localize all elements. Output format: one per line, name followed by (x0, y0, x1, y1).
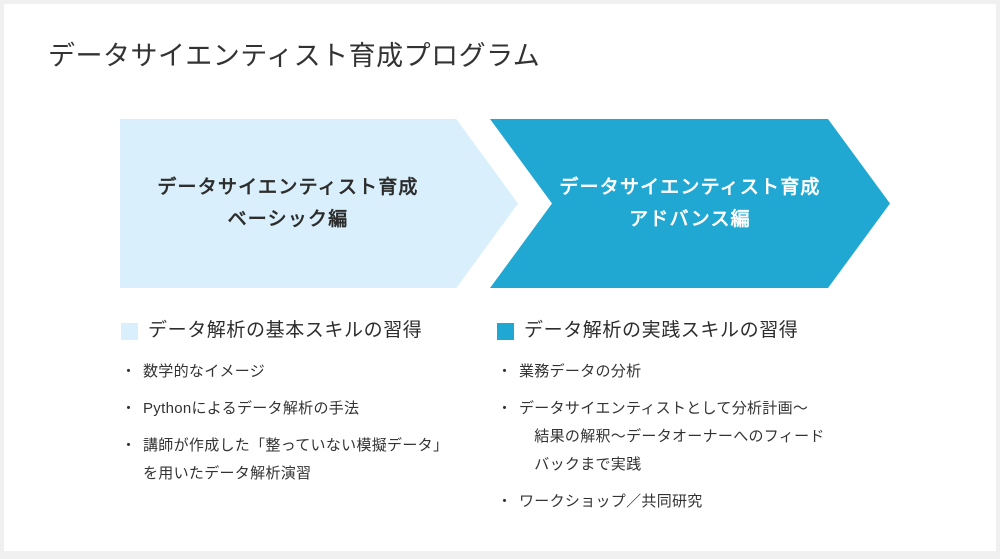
column-advance-heading-label: データ解析の実践スキルの習得 (524, 320, 799, 341)
square-marker-icon (497, 322, 514, 340)
slide-canvas: データサイエンティスト育成プログラム データサイエンティスト育成 ベーシック編 … (4, 4, 996, 551)
column-basic: データ解析の基本スキルの習得 数学的なイメージ Pythonによるデータ解析の手… (121, 316, 501, 497)
program-flow-diagram: データサイエンティスト育成 ベーシック編 データサイエンティスト育成 アドバンス… (4, 119, 996, 293)
column-basic-heading: データ解析の基本スキルの習得 (121, 316, 501, 346)
column-basic-bullet-list: 数学的なイメージ Pythonによるデータ解析の手法 講師が作成した「整っていな… (121, 358, 501, 488)
list-item-line: 業務データの分析 (519, 363, 642, 380)
list-item: ワークショップ／共同研究 (497, 488, 897, 516)
flow-step-advance-label: データサイエンティスト育成 アドバンス編 (559, 176, 821, 230)
list-item-line: 講師が作成した「整っていない模擬データ」 (143, 437, 449, 454)
list-item: データサイエンティストとして分析計画〜 結果の解釈〜データオーナーへのフィード … (497, 395, 897, 479)
list-item-line: データサイエンティストとして分析計画〜 (519, 400, 809, 417)
flow-step-basic-label: データサイエンティスト育成 ベーシック編 (157, 176, 419, 230)
list-item-line: を用いたデータ解析演習 (143, 465, 312, 482)
column-basic-heading-label: データ解析の基本スキルの習得 (148, 320, 423, 341)
flow-step-advance[interactable]: データサイエンティスト育成 アドバンス編 (490, 119, 890, 288)
list-item-line: ワークショップ／共同研究 (519, 493, 703, 510)
list-item: 講師が作成した「整っていない模擬データ」 を用いたデータ解析演習 (121, 432, 501, 488)
list-item: 業務データの分析 (497, 358, 897, 386)
column-advance: データ解析の実践スキルの習得 業務データの分析 データサイエンティストとして分析… (497, 316, 897, 525)
list-item: Pythonによるデータ解析の手法 (121, 395, 501, 423)
list-item-line: 結果の解釈〜データオーナーへのフィード (519, 428, 825, 445)
list-item-line: Pythonによるデータ解析の手法 (143, 400, 360, 417)
skills-columns: データ解析の基本スキルの習得 数学的なイメージ Pythonによるデータ解析の手… (4, 316, 996, 551)
list-item-line: バックまで実践 (519, 456, 642, 473)
flow-step-basic[interactable]: データサイエンティスト育成 ベーシック編 (120, 119, 518, 288)
square-marker-icon (121, 322, 138, 340)
column-advance-heading: データ解析の実践スキルの習得 (497, 316, 897, 346)
page-title: データサイエンティスト育成プログラム (48, 41, 541, 71)
list-item-line: 数学的なイメージ (143, 363, 266, 380)
column-advance-bullet-list: 業務データの分析 データサイエンティストとして分析計画〜 結果の解釈〜データオー… (497, 358, 897, 516)
list-item: 数学的なイメージ (121, 358, 501, 386)
